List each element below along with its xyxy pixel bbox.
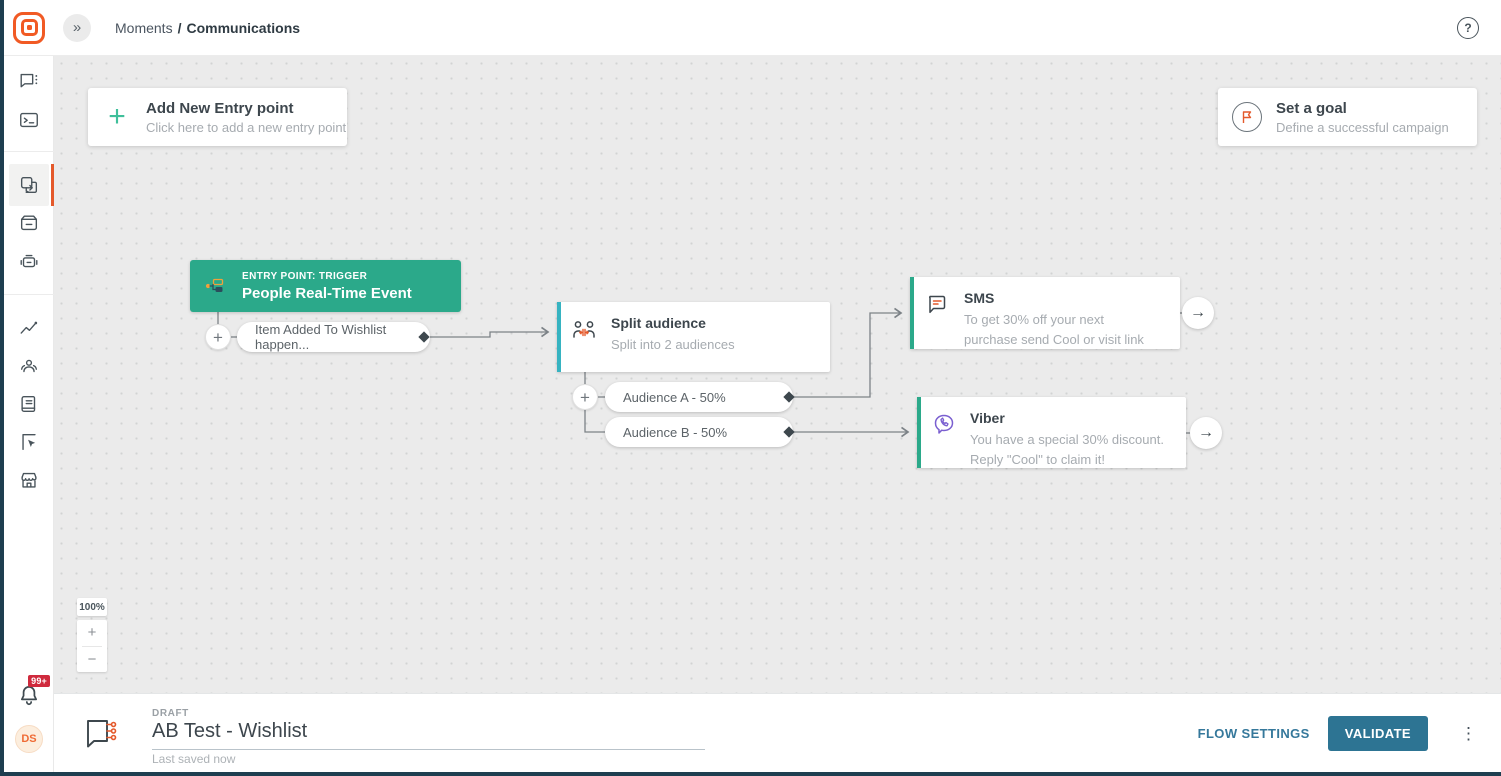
split-audience-node[interactable]: Split audience Split into 2 audiences: [557, 302, 830, 372]
sidebar-item-contacts-book[interactable]: [4, 385, 54, 423]
terminal-icon: [18, 109, 40, 131]
viber-output-button[interactable]: →: [1190, 417, 1222, 449]
entry-branch-label: Item Added To Wishlist happen...: [255, 322, 430, 352]
sms-output-button[interactable]: →: [1182, 297, 1214, 329]
notification-count-badge: 99+: [28, 675, 50, 687]
split-audience-icon: [557, 315, 611, 343]
audience-a-pill[interactable]: Audience A - 50%: [605, 382, 793, 412]
footer-actions: FLOW SETTINGS VALIDATE ⋮: [1198, 694, 1483, 773]
storefront-icon: [18, 469, 40, 491]
breadcrumb-communications: Communications: [186, 20, 300, 36]
trigger-icon: [190, 275, 242, 297]
left-sidebar: 99+ DS: [4, 56, 54, 772]
sms-node-title: SMS: [964, 290, 1160, 306]
more-options-button[interactable]: ⋮: [1454, 720, 1483, 748]
viber-accent: [917, 397, 921, 468]
sms-icon: [910, 290, 964, 318]
viber-icon: [917, 410, 970, 438]
sidebar-divider: [4, 294, 54, 295]
sidebar-item-developer-console[interactable]: [4, 101, 54, 139]
top-bar: » Moments / Communications ?: [4, 0, 1501, 56]
people-icon: [18, 355, 40, 377]
entry-branch-pill[interactable]: Item Added To Wishlist happen...: [237, 322, 430, 352]
flow-footer-bar: DRAFT Last saved now FLOW SETTINGS VALID…: [54, 693, 1501, 772]
validate-button[interactable]: VALIDATE: [1328, 716, 1428, 751]
zoom-controls: + −: [77, 620, 107, 672]
add-entry-point-card[interactable]: + Add New Entry point Click here to add …: [88, 88, 347, 146]
flow-canvas[interactable]: + Add New Entry point Click here to add …: [54, 56, 1501, 693]
split-accent: [557, 302, 561, 372]
plus-icon: +: [108, 102, 126, 132]
sidebar-item-people[interactable]: [4, 347, 54, 385]
sms-accent: [910, 277, 914, 349]
add-entry-subtitle: Click here to add a new entry point: [146, 120, 346, 135]
sidebar-expand-button[interactable]: »: [63, 14, 91, 42]
breadcrumb-separator: /: [178, 20, 182, 36]
add-step-after-entry-button[interactable]: +: [205, 324, 231, 350]
breadcrumb: Moments / Communications: [115, 20, 300, 36]
book-icon: [18, 393, 40, 415]
sms-node[interactable]: SMS To get 30% off your next purchase se…: [910, 277, 1180, 349]
chat-dots-icon: [18, 70, 40, 92]
sidebar-item-exports[interactable]: [4, 423, 54, 461]
infobip-logo-icon[interactable]: [12, 11, 46, 45]
entry-point-node[interactable]: ENTRY POINT: TRIGGER People Real-Time Ev…: [190, 260, 461, 312]
sidebar-divider: [4, 151, 54, 152]
sidebar-item-moments-flows[interactable]: [4, 166, 54, 204]
flow-settings-button[interactable]: FLOW SETTINGS: [1198, 726, 1310, 741]
entry-node-kicker: ENTRY POINT: TRIGGER: [242, 271, 412, 282]
set-goal-title: Set a goal: [1276, 100, 1449, 117]
pointer-panel-icon: [18, 431, 40, 453]
zoom-in-button[interactable]: +: [77, 620, 107, 646]
flag-icon: [1232, 102, 1262, 132]
flows-icon: [18, 174, 40, 196]
zoom-out-button[interactable]: −: [77, 647, 107, 673]
viber-node[interactable]: Viber You have a special 30% discount. R…: [917, 397, 1186, 468]
sidebar-item-analytics[interactable]: [4, 309, 54, 347]
window-edge-bottom: [0, 772, 1501, 776]
split-node-title: Split audience: [611, 315, 735, 331]
flow-status-badge: DRAFT: [152, 708, 189, 719]
audience-b-pill[interactable]: Audience B - 50%: [605, 417, 793, 447]
help-icon[interactable]: ?: [1457, 17, 1479, 39]
audience-a-label: Audience A - 50%: [623, 390, 726, 405]
breadcrumb-moments[interactable]: Moments: [115, 20, 173, 36]
viber-node-subtitle: You have a special 30% discount. Reply "…: [970, 430, 1172, 470]
sidebar-item-chatbot[interactable]: [4, 243, 54, 281]
entry-node-title: People Real-Time Event: [242, 285, 412, 302]
sidebar-item-conversations[interactable]: [4, 62, 54, 100]
flow-chat-icon: [80, 713, 120, 758]
box-icon: [18, 212, 40, 234]
flow-connectors: [54, 56, 1501, 693]
viber-node-title: Viber: [970, 410, 1172, 426]
window-edge-left: [0, 0, 4, 776]
flow-name-input[interactable]: [152, 720, 705, 750]
split-node-subtitle: Split into 2 audiences: [611, 335, 735, 355]
sidebar-item-products[interactable]: [4, 204, 54, 242]
last-saved-text: Last saved now: [152, 752, 235, 766]
zoom-level-indicator: 100%: [77, 598, 107, 616]
notifications-button[interactable]: 99+: [4, 682, 54, 716]
set-goal-subtitle: Define a successful campaign: [1276, 120, 1449, 135]
add-entry-title: Add New Entry point: [146, 100, 346, 117]
trend-chart-icon: [18, 317, 40, 339]
robot-icon: [18, 251, 40, 273]
sms-node-subtitle: To get 30% off your next purchase send C…: [964, 310, 1160, 350]
set-goal-card[interactable]: Set a goal Define a successful campaign: [1218, 88, 1477, 146]
sidebar-item-marketplace[interactable]: [4, 461, 54, 499]
add-audience-button[interactable]: +: [572, 384, 598, 410]
audience-b-label: Audience B - 50%: [623, 425, 727, 440]
user-avatar[interactable]: DS: [15, 725, 43, 753]
